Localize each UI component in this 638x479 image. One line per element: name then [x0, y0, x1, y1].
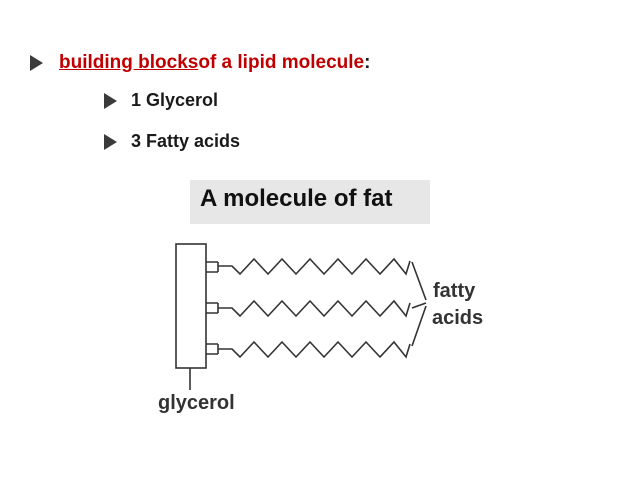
- label-leader-3: [411, 305, 427, 347]
- bullet-main-keyword: building blocks: [59, 52, 199, 73]
- ester-bond-2: [206, 302, 219, 314]
- bullet-sub-fatty-acids-text: 3 Fatty acids: [131, 131, 241, 151]
- bullet-sub-glycerol: 1 Glycerol: [104, 90, 218, 111]
- glycerol-backbone: [175, 243, 207, 369]
- bullet-arrow-icon: [104, 92, 117, 109]
- fatty-acid-chain-3: [218, 340, 411, 359]
- label-leader-2: [411, 302, 427, 309]
- ester-bond-3: [206, 343, 219, 355]
- label-glycerol: glycerol: [158, 392, 235, 414]
- label-fatty: fatty: [433, 280, 476, 302]
- fatty-acid-chain-2: [218, 299, 411, 318]
- bullet-sub-fatty-acids: 3 Fatty acids: [104, 131, 240, 152]
- fatty-acid-chain-1: [218, 257, 411, 276]
- label-acids: acids: [432, 307, 483, 329]
- diagram-caption: A molecule of fat: [190, 180, 430, 224]
- bullet-main-colon: :: [364, 52, 371, 73]
- bullet-sub-glycerol-text: 1 Glycerol: [131, 90, 219, 110]
- bullet-arrow-icon: [104, 133, 117, 150]
- bullet-main: building blocks of a lipid molecule:: [30, 52, 370, 74]
- bullet-arrow-icon: [30, 55, 43, 71]
- ester-bond-1: [206, 261, 219, 273]
- bullet-main-text: of a lipid molecule: [198, 52, 365, 73]
- label-leader-1: [411, 261, 427, 301]
